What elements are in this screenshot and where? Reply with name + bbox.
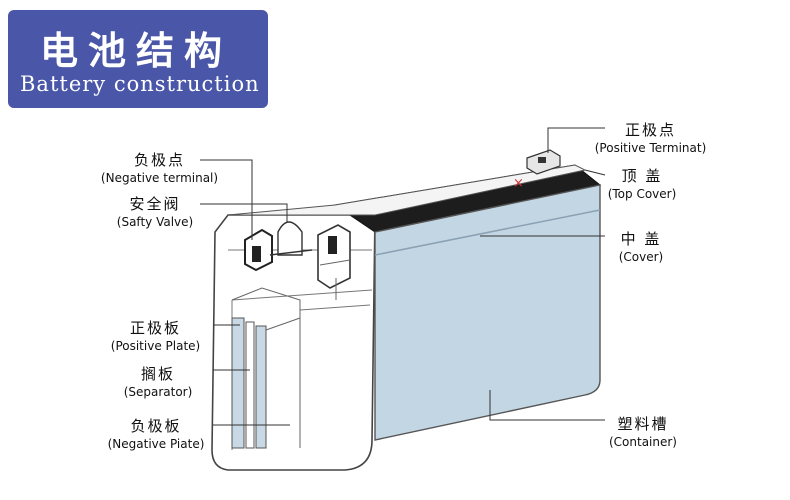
label-cover: 中 盖 (Cover)	[618, 230, 664, 264]
title-english: Battery construction	[20, 72, 260, 96]
inner-post-stem	[319, 259, 351, 300]
positive-plate-shape	[231, 317, 245, 449]
negative-terminal-hole	[252, 246, 261, 262]
inner-post-hole	[328, 236, 337, 254]
safety-valve-base	[269, 249, 313, 256]
positive-mark-icon: ×	[513, 176, 524, 191]
label-container: 塑料槽 (Container)	[608, 415, 677, 449]
label-top-cover: 顶 盖 (Top Cover)	[607, 167, 677, 201]
label-separator: 搁板 (Separator)	[123, 365, 193, 399]
positive-terminal-hole	[538, 157, 546, 163]
label-negative-plate: 负极板 (Negative Piate)	[107, 417, 205, 451]
separator-shape	[245, 321, 255, 449]
title-chinese: 电池结构	[40, 29, 233, 73]
inner-post	[317, 224, 351, 289]
plate-strap	[231, 287, 301, 318]
label-safety-valve: 安全阀 (Safty Valve)	[116, 195, 194, 229]
safety-valve-shape	[277, 221, 303, 256]
label-negative-terminal: 负极点 (Negative terminal)	[100, 151, 219, 185]
cover-edge-line	[374, 209, 601, 256]
label-positive-terminal: 正极点 (Positive Terminat)	[594, 121, 707, 155]
title-banner: 电池结构 Battery construction	[8, 10, 268, 108]
label-positive-plate: 正极板 (Positive Plate)	[110, 319, 201, 353]
leader-negative-terminal	[200, 159, 253, 240]
leader-top-cover	[584, 169, 606, 176]
leader-positive-terminal	[547, 127, 605, 153]
negative-plate-shape	[255, 325, 267, 449]
leader-lines	[200, 127, 606, 426]
leader-safety-valve	[200, 203, 288, 222]
cover-front	[374, 184, 601, 441]
leader-container	[489, 390, 605, 421]
